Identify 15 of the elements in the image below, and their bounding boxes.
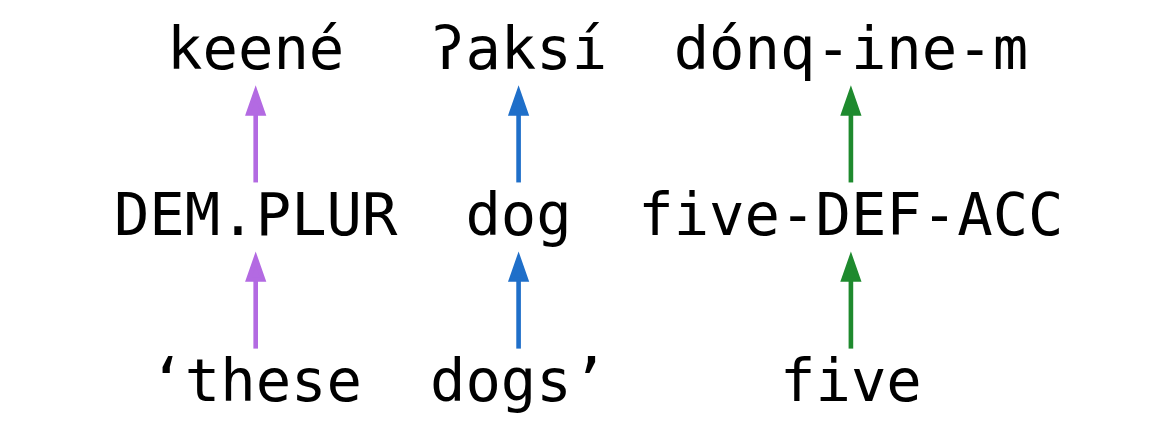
node-text: ‘these [149, 346, 363, 416]
arrow [245, 251, 267, 349]
arrow [245, 85, 267, 183]
arrow [840, 85, 862, 183]
node-text: DEM.PLUR [113, 180, 398, 250]
node-text: keené [167, 13, 345, 83]
arrow [840, 251, 862, 349]
node-text: five-DEF-ACC [638, 180, 1064, 250]
arrow [507, 85, 530, 183]
node-text: dónq-ine-m [673, 13, 1029, 83]
node-text: five [780, 346, 922, 416]
node-text: ʔaksí [429, 13, 608, 83]
arrow [507, 251, 530, 349]
node-text: dog [465, 180, 572, 250]
node-text: dogs’ [429, 346, 608, 416]
